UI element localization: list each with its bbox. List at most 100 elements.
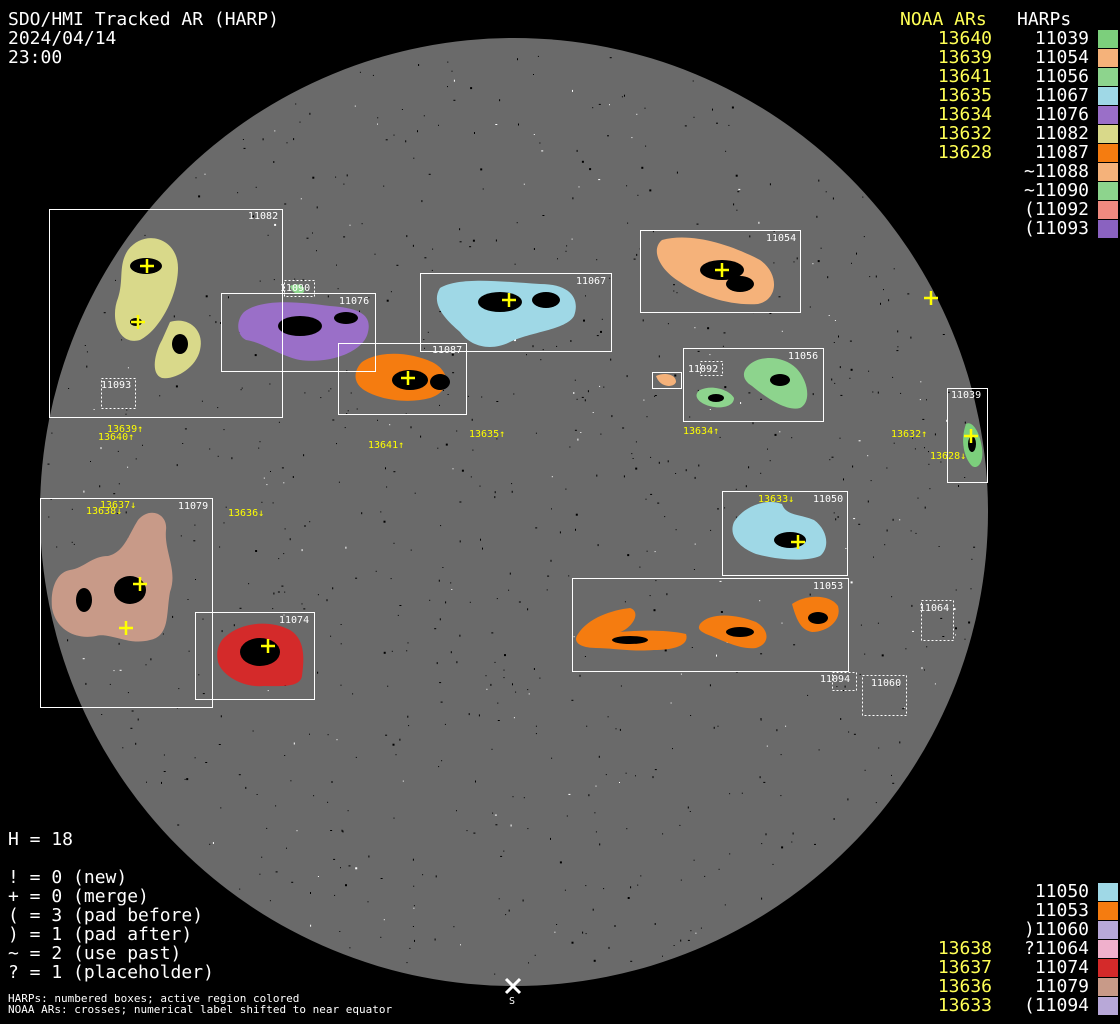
magnetic-speckle — [620, 685, 622, 687]
magnetic-speckle — [336, 739, 338, 741]
magnetic-speckle — [905, 648, 907, 650]
magnetic-speckle — [340, 867, 341, 869]
magnetic-speckle — [523, 797, 525, 799]
magnetic-speckle — [377, 117, 379, 119]
magnetic-speckle — [807, 694, 809, 696]
magnetic-speckle — [834, 320, 836, 321]
magnetic-speckle — [864, 769, 866, 771]
magnetic-speckle — [853, 518, 856, 520]
magnetic-speckle — [343, 236, 346, 238]
magnetic-speckle — [452, 372, 455, 374]
harp-box-11067 — [420, 273, 612, 352]
magnetic-speckle — [301, 603, 303, 605]
magnetic-speckle — [267, 690, 269, 692]
magnetic-speckle — [377, 123, 378, 125]
magnetic-speckle — [585, 295, 586, 297]
magnetic-speckle — [238, 774, 241, 776]
magnetic-speckle — [380, 511, 382, 513]
magnetic-speckle — [431, 269, 433, 271]
noaa-label: 13641↑ — [368, 440, 404, 451]
magnetic-speckle — [649, 595, 651, 597]
magnetic-speckle — [827, 276, 829, 279]
noaa-label: 13633↓ — [758, 494, 794, 505]
magnetic-speckle — [856, 252, 857, 255]
magnetic-speckle — [125, 511, 127, 514]
magnetic-speckle — [336, 264, 337, 266]
magnetic-speckle — [402, 780, 404, 782]
magnetic-speckle — [495, 124, 498, 125]
legend-harp-number: 11082 — [1034, 123, 1089, 144]
magnetic-speckle — [494, 491, 496, 494]
magnetic-speckle — [527, 608, 529, 611]
magnetic-speckle — [851, 262, 852, 264]
magnetic-speckle — [368, 297, 370, 299]
magnetic-speckle — [259, 280, 261, 282]
noaa-cross — [401, 371, 415, 385]
magnetic-speckle — [574, 429, 577, 431]
magnetic-speckle — [636, 113, 638, 115]
magnetic-speckle — [359, 310, 360, 313]
magnetic-speckle — [867, 500, 869, 503]
magnetic-speckle — [495, 824, 498, 826]
magnetic-speckle — [704, 875, 706, 877]
legend-noaa-number: 13639 — [937, 47, 992, 68]
magnetic-speckle — [505, 914, 507, 916]
magnetic-speckle — [253, 215, 255, 218]
magnetic-speckle — [215, 321, 217, 324]
magnetic-speckle — [345, 546, 347, 549]
magnetic-speckle — [579, 674, 581, 677]
magnetic-speckle — [284, 528, 286, 530]
magnetic-speckle — [840, 718, 842, 720]
legend-color-swatch — [1098, 921, 1118, 939]
footer-line: NOAA ARs: crosses; numerical label shift… — [8, 1003, 393, 1016]
magnetic-speckle — [73, 543, 75, 545]
magnetic-speckle — [254, 354, 257, 357]
harp-count: H = 18 — [8, 829, 74, 850]
magnetic-speckle — [862, 196, 864, 198]
magnetic-speckle — [469, 601, 471, 603]
noaa-cross — [140, 259, 154, 273]
magnetic-speckle — [418, 64, 420, 66]
noaa-cross — [502, 293, 516, 307]
magnetic-speckle — [624, 94, 625, 97]
magnetic-speckle — [690, 930, 692, 932]
magnetic-speckle — [554, 931, 556, 933]
magnetic-speckle — [361, 512, 363, 515]
magnetic-speckle — [577, 438, 579, 441]
noaa-label: 13640↑ — [98, 432, 134, 443]
magnetic-speckle — [814, 843, 816, 845]
magnetic-speckle — [791, 437, 793, 439]
magnetic-speckle — [585, 933, 587, 935]
magnetic-speckle — [518, 601, 521, 603]
magnetic-speckle — [709, 684, 711, 687]
legend-color-swatch — [1098, 902, 1118, 920]
magnetic-speckle — [595, 785, 597, 787]
magnetic-speckle — [636, 253, 638, 256]
magnetic-speckle — [911, 604, 913, 607]
magnetic-speckle — [642, 319, 644, 322]
magnetic-speckle — [202, 693, 205, 695]
magnetic-speckle — [303, 454, 305, 457]
magnetic-speckle — [480, 168, 483, 171]
magnetic-speckle — [508, 589, 510, 591]
legend-color-swatch — [1098, 940, 1118, 958]
magnetic-speckle — [649, 189, 652, 192]
magnetic-speckle — [533, 668, 535, 670]
magnetic-speckle — [278, 421, 280, 423]
magnetic-speckle — [626, 375, 628, 378]
magnetic-speckle — [188, 650, 190, 652]
magnetic-speckle — [333, 858, 336, 860]
magnetic-speckle — [328, 390, 330, 392]
magnetic-speckle — [571, 941, 574, 944]
magnetic-speckle — [900, 392, 902, 394]
magnetic-speckle — [658, 355, 660, 358]
harp-label: 11039 — [951, 390, 981, 401]
magnetic-speckle — [380, 878, 383, 879]
magnetic-speckle — [527, 689, 529, 691]
magnetic-speckle — [512, 683, 513, 686]
legend-harp-number: ~11090 — [1023, 180, 1089, 201]
magnetic-speckle — [405, 413, 407, 415]
magnetic-speckle — [759, 600, 761, 602]
magnetic-speckle — [928, 463, 930, 465]
magnetic-speckle — [436, 662, 438, 665]
